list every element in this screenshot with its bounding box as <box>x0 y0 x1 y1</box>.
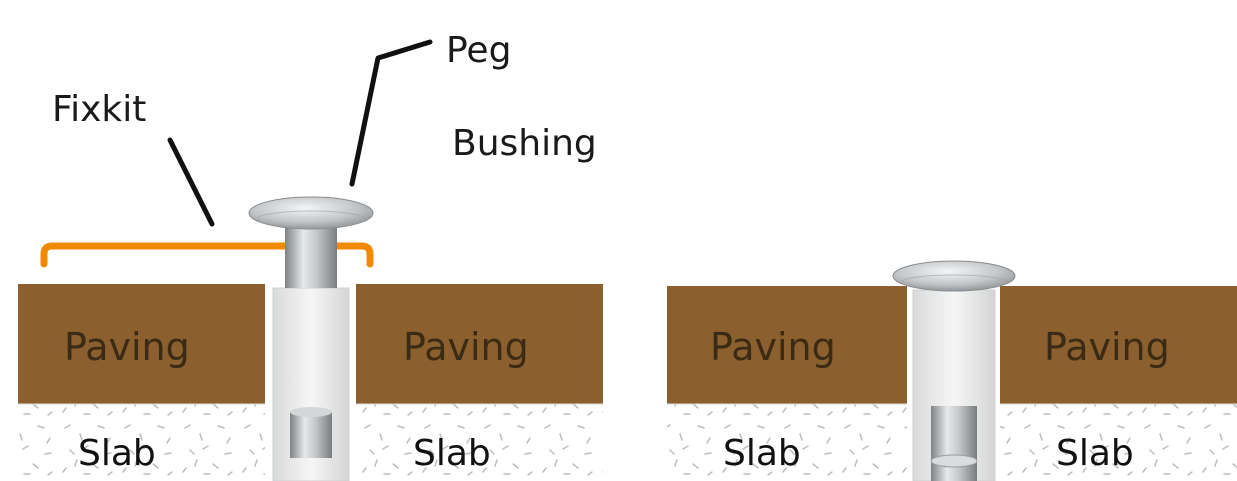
slab-label: Slab <box>78 433 156 474</box>
peg-cap <box>892 260 1016 292</box>
paving-label: Paving <box>64 325 190 369</box>
slab-label: Slab <box>413 433 491 474</box>
paving-block-right <box>356 284 603 404</box>
bushing-label: Bushing <box>452 123 597 164</box>
paving-block-right <box>1000 286 1237 404</box>
paving-block-left <box>667 286 907 404</box>
peg-cap <box>248 196 374 230</box>
slab-block-right <box>356 404 603 481</box>
paving-label: Paving <box>403 325 529 369</box>
peg-shank-upper <box>285 222 337 288</box>
peg-label: Peg <box>446 30 512 71</box>
paving-block-left <box>18 284 265 404</box>
slab-block-left <box>18 404 265 481</box>
fixkit-bracket <box>40 242 374 268</box>
right-assembly <box>667 260 1237 481</box>
paving-label: Paving <box>1044 325 1170 369</box>
fixkit-callout-line <box>167 137 215 227</box>
slab-block-right <box>1000 404 1237 481</box>
peg-shank <box>931 406 977 481</box>
fixkit-label: Fixkit <box>52 89 147 130</box>
paving-label: Paving <box>710 325 836 369</box>
slab-block-left <box>667 404 907 481</box>
slab-label: Slab <box>723 433 801 474</box>
peg-shank-lower <box>290 412 332 458</box>
slab-label: Slab <box>1056 433 1134 474</box>
peg-callout-line <box>349 39 433 187</box>
left-assembly <box>18 196 603 481</box>
